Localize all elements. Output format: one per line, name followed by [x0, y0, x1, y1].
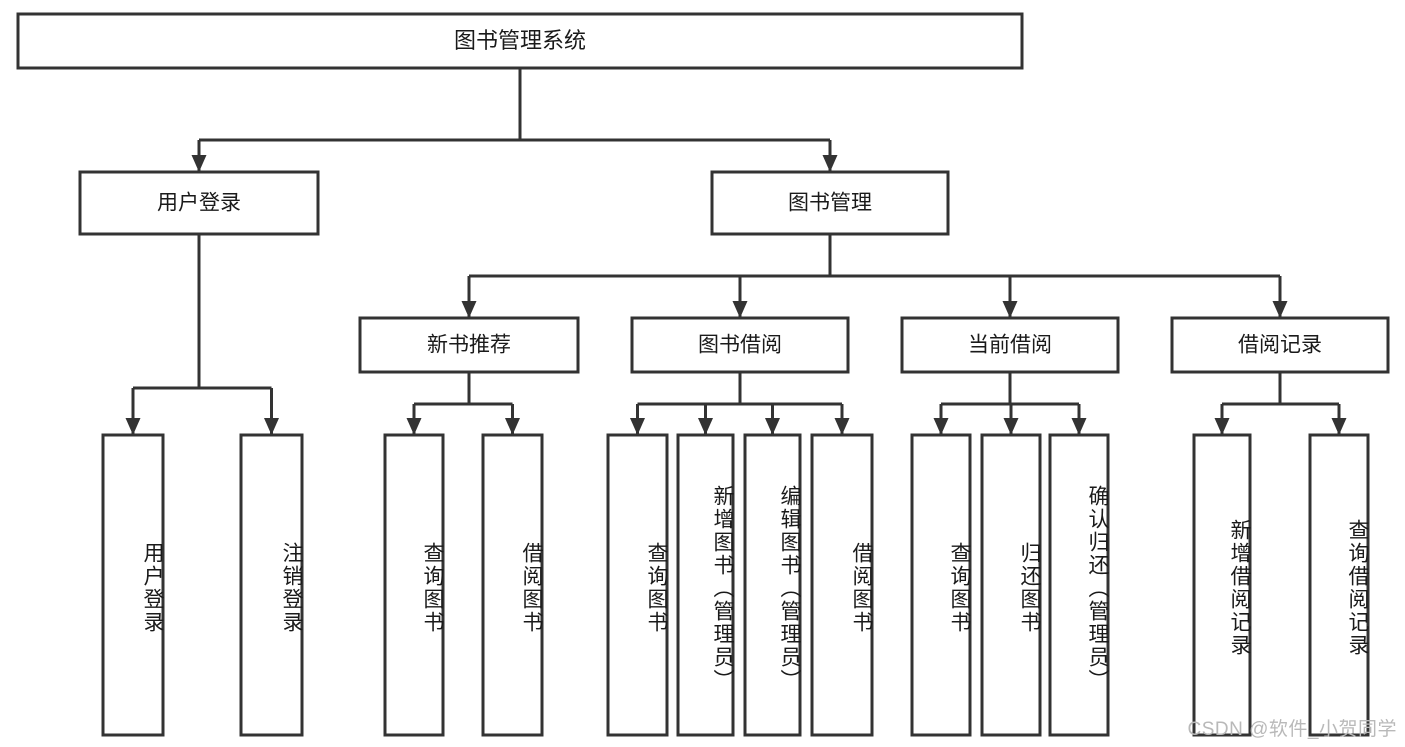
node-label-new-book-recommend: 新书推荐	[427, 334, 511, 357]
node-book-borrow[interactable]: 图书借阅	[630, 316, 850, 374]
node-leaf-query-book-recommend[interactable]	[383, 433, 445, 737]
edge-book-borrow-arrow-leaf-add-book-admin	[698, 418, 713, 435]
edge-book-management-arrow-book-borrow	[732, 301, 748, 318]
node-leaf-return-book[interactable]	[980, 433, 1042, 737]
node-box-leaf-add-book-admin	[676, 433, 735, 737]
node-box-user-login	[78, 170, 320, 236]
edge-current-borrow-arrow-leaf-confirm-return-admin	[1071, 418, 1087, 435]
node-box-leaf-user-login	[101, 433, 165, 737]
node-leaf-logout-login[interactable]	[239, 433, 304, 737]
node-label-book-borrow: 图书借阅	[698, 334, 782, 357]
edge-user-login-arrow-leaf-logout-login	[264, 418, 279, 435]
node-box-leaf-return-book	[980, 433, 1042, 737]
node-leaf-user-login[interactable]	[101, 433, 165, 737]
edge-book-borrow-arrow-leaf-borrow-book	[834, 418, 850, 435]
node-new-book-recommend[interactable]: 新书推荐	[358, 316, 580, 374]
node-box-borrow-record	[1170, 316, 1390, 374]
node-box-leaf-query-book-recommend	[383, 433, 445, 737]
edge-new-book-recommend-arrow-leaf-query-book-recommend	[406, 418, 422, 435]
node-box-book-management	[710, 170, 950, 236]
edge-new-book-recommend-arrow-leaf-borrow-book-recommend	[505, 418, 520, 435]
node-box-leaf-logout-login	[239, 433, 304, 737]
edge-user-login-arrow-leaf-user-login	[125, 418, 141, 435]
edge-borrow-record-arrow-leaf-query-borrow-record	[1331, 418, 1347, 435]
node-box-leaf-confirm-return-admin	[1048, 433, 1110, 737]
node-leaf-query-book-borrow[interactable]	[606, 433, 669, 737]
node-box-root	[16, 12, 1024, 70]
node-current-borrow[interactable]: 当前借阅	[900, 316, 1120, 374]
edge-current-borrow-arrow-leaf-return-book	[1003, 418, 1019, 435]
node-leaf-borrow-book-recommend[interactable]	[481, 433, 544, 737]
node-box-leaf-borrow-book	[810, 433, 874, 737]
edge-root-arrow-book-management	[822, 155, 838, 172]
node-leaf-add-book-admin[interactable]	[676, 433, 735, 737]
node-label-user-login: 用户登录	[157, 192, 241, 215]
edges-layer	[125, 68, 1347, 435]
node-box-leaf-query-borrow-record	[1308, 433, 1370, 737]
node-leaf-add-borrow-record[interactable]	[1192, 433, 1252, 737]
node-leaf-query-book-current[interactable]	[910, 433, 972, 737]
node-root[interactable]: 图书管理系统	[16, 12, 1024, 70]
node-leaf-query-borrow-record[interactable]	[1308, 433, 1370, 737]
node-leaf-borrow-book[interactable]	[810, 433, 874, 737]
edge-root-arrow-user-login	[191, 155, 207, 172]
node-box-leaf-query-book-borrow	[606, 433, 669, 737]
edge-borrow-record-arrow-leaf-add-borrow-record	[1214, 418, 1230, 435]
node-label-root: 图书管理系统	[454, 28, 586, 53]
node-box-leaf-edit-book-admin	[743, 433, 802, 737]
edge-book-borrow-arrow-leaf-edit-book-admin	[765, 418, 780, 435]
node-borrow-record[interactable]: 借阅记录	[1170, 316, 1390, 374]
node-box-leaf-query-book-current	[910, 433, 972, 737]
node-user-login[interactable]: 用户登录	[78, 170, 320, 236]
node-box-new-book-recommend	[358, 316, 580, 374]
node-book-management[interactable]: 图书管理	[710, 170, 950, 236]
edge-book-management-arrow-current-borrow	[1002, 301, 1018, 318]
node-label-book-management: 图书管理	[788, 192, 872, 215]
node-label-current-borrow: 当前借阅	[968, 334, 1052, 357]
csdn-watermark: CSDN @软件_小贺同学	[1187, 719, 1397, 740]
node-box-book-borrow	[630, 316, 850, 374]
edge-book-management-arrow-borrow-record	[1272, 301, 1288, 318]
node-box-current-borrow	[900, 316, 1120, 374]
edge-book-borrow-arrow-leaf-query-book-borrow	[630, 418, 645, 435]
node-label-borrow-record: 借阅记录	[1238, 334, 1322, 357]
node-leaf-confirm-return-admin[interactable]	[1048, 433, 1110, 737]
node-box-leaf-borrow-book-recommend	[481, 433, 544, 737]
edge-current-borrow-arrow-leaf-query-book-current	[933, 418, 949, 435]
edge-book-management-arrow-new-book-recommend	[461, 301, 477, 318]
node-leaf-edit-book-admin[interactable]	[743, 433, 802, 737]
node-box-leaf-add-borrow-record	[1192, 433, 1252, 737]
